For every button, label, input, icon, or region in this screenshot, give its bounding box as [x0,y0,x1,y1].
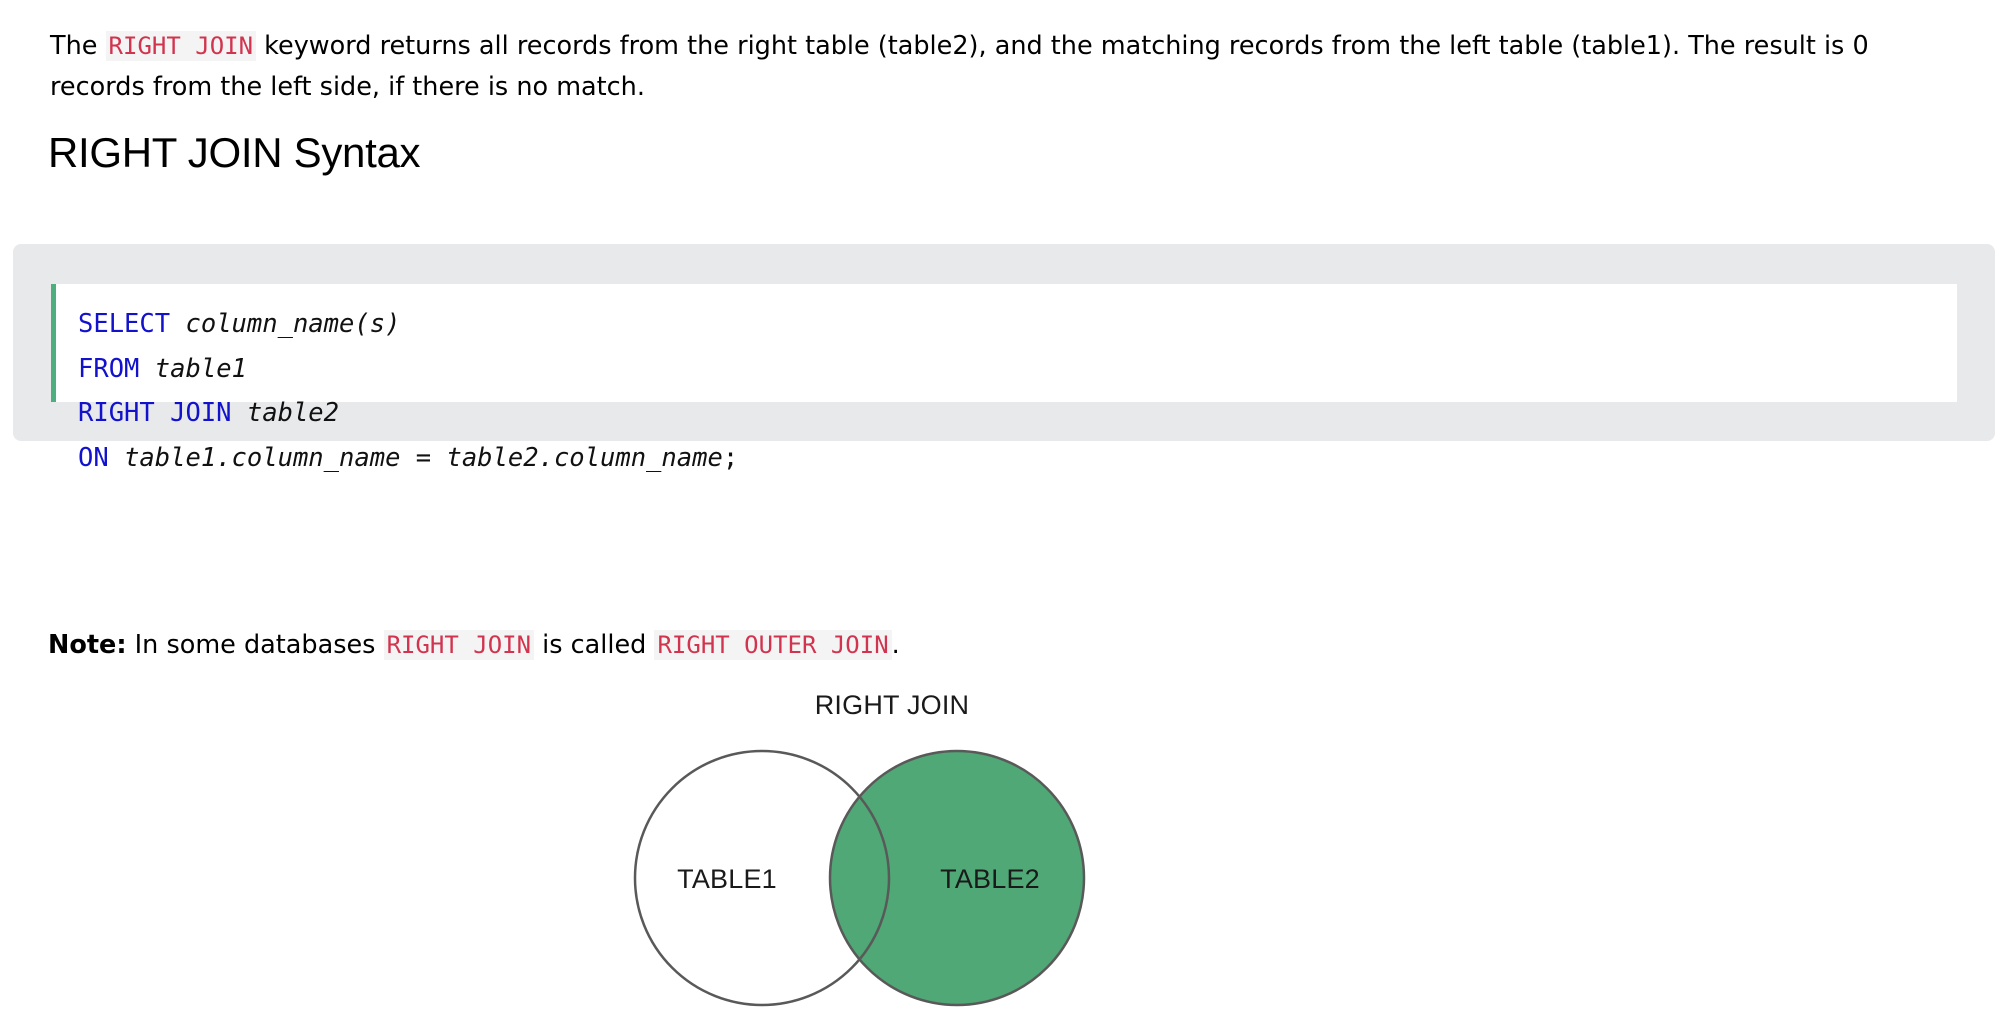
sql-identifier: table2 [246,398,340,428]
syntax-code-inner: SELECT column_name(s) FROM table1 RIGHT … [51,284,1957,473]
code-space [232,398,247,428]
note-paragraph: Note: In some databases RIGHT JOIN is ca… [48,626,900,664]
intro-text-after: keyword returns all records from the rig… [50,30,1869,102]
code-line: SELECT column_name(s) [78,302,1957,347]
venn-diagram-svg: TABLE1 TABLE2 [633,749,1086,1007]
sql-terminator: ; [722,442,739,473]
code-line: FROM table1 [78,347,1957,392]
venn-diagram-title: RIGHT JOIN [814,690,970,720]
sql-keyword: FROM [78,353,140,384]
note-text-3: . [891,629,900,660]
page-title: RIGHT JOIN Syntax [48,129,421,176]
inline-code-right-join-2: RIGHT JOIN [383,629,535,660]
note-text-2: is called [534,629,655,660]
sql-identifier: table1.column_name = table2.column_name [124,442,723,473]
inline-code-right-join: RIGHT JOIN [105,30,257,61]
venn-circle-table2 [828,749,1086,1007]
venn-circle-table1 [633,749,891,1007]
syntax-code-panel: SELECT column_name(s) FROM table1 RIGHT … [13,244,1995,473]
venn-label-table2: TABLE2 [940,864,1040,894]
sql-keyword: SELECT [78,309,171,339]
sql-keyword: ON [78,442,109,473]
code-line: ON table1.column_name = table2.column_na… [78,436,1957,481]
code-space [139,354,154,384]
sql-identifier: column_name(s) [185,309,401,339]
note-label: Note: [48,629,127,660]
inline-code-right-outer-join: RIGHT OUTER JOIN [654,629,892,660]
venn-diagram: RIGHT JOIN TABLE1 TABLE2 [612,690,1372,1012]
code-line: RIGHT JOIN table2 [78,391,1957,436]
sql-keyword: RIGHT JOIN [78,398,232,428]
intro-text-before: The [50,30,106,61]
venn-label-table1: TABLE1 [677,864,777,894]
intro-paragraph: The RIGHT JOIN keyword returns all recor… [50,26,1930,108]
note-text-1: In some databases [126,629,384,660]
code-space [170,309,185,339]
code-space [109,443,124,473]
sql-identifier: table1 [154,353,247,384]
